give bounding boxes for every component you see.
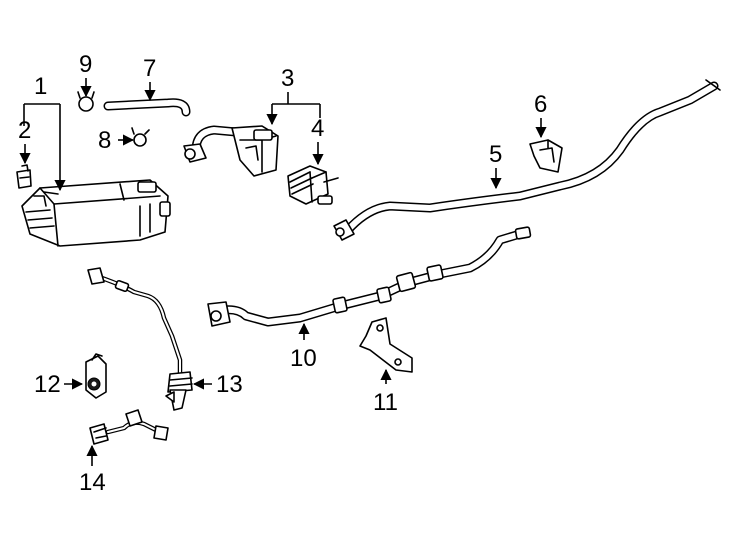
knock-sensor-12 (85, 353, 107, 399)
callout-3: 3 (281, 65, 294, 92)
callout-5: 5 (489, 141, 502, 168)
callout-11: 11 (373, 389, 398, 416)
callout-9: 9 (79, 51, 92, 78)
callout-1: 1 (34, 73, 47, 100)
callout-2: 2 (18, 117, 31, 144)
hose-7 (103, 98, 191, 117)
vapor-tube-5 (333, 79, 721, 241)
oxygen-sensor-13 (87, 267, 193, 411)
vapor-tube-10 (207, 226, 532, 327)
charcoal-canister (21, 179, 171, 247)
callout-8: 8 (98, 127, 111, 154)
callout-6: 6 (534, 91, 547, 118)
callout-7: 7 (143, 55, 156, 82)
callout-labels: 1 2 9 7 8 3 4 5 6 10 11 12 13 14 (18, 51, 547, 496)
oxygen-sensor-14 (89, 409, 169, 445)
purge-valve-assembly (183, 125, 279, 177)
clip-6 (529, 139, 563, 173)
callout-leaders (19, 78, 547, 466)
vacuum-valve-4 (287, 165, 339, 205)
bracket-11 (359, 317, 413, 373)
callout-12: 12 (34, 371, 61, 398)
callout-4: 4 (311, 115, 324, 142)
callout-14: 14 (79, 469, 106, 496)
callout-10: 10 (290, 345, 317, 372)
clamp-8 (131, 127, 150, 147)
clip-2 (16, 164, 32, 189)
callout-13: 13 (216, 371, 243, 398)
